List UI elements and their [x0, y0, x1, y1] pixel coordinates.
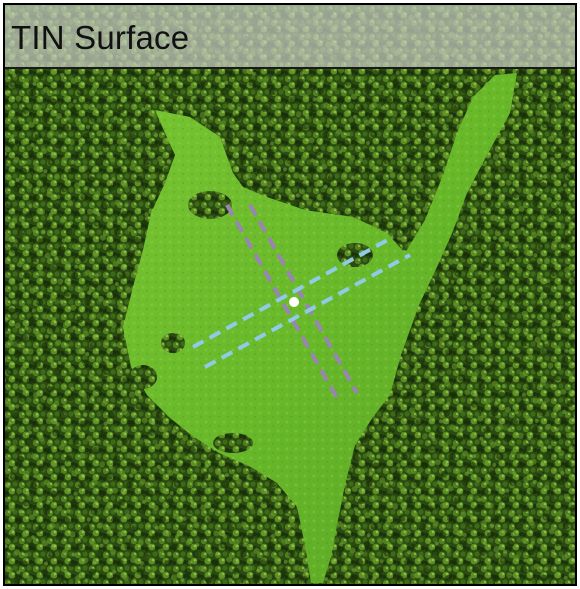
transect-blue-1	[192, 235, 394, 349]
transects	[192, 204, 411, 404]
map-frame: TIN Surface	[3, 3, 577, 586]
transect-purple-2	[248, 204, 359, 394]
title-bar: TIN Surface	[5, 5, 575, 69]
tree-island	[188, 191, 232, 219]
transect-blue-2	[204, 253, 411, 369]
map-title: TIN Surface	[11, 19, 190, 56]
tin-surface-map	[5, 5, 575, 584]
center-point	[289, 297, 299, 307]
